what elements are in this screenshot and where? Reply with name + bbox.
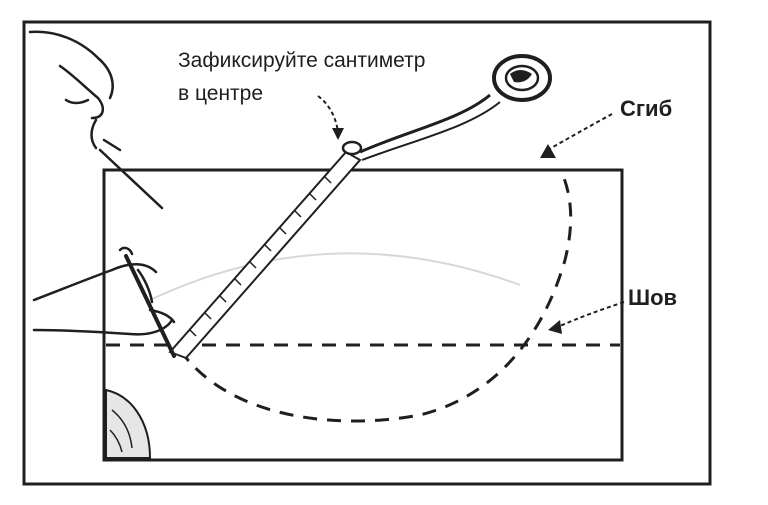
instruction-line-1: Зафиксируйте сантиметр xyxy=(178,49,426,72)
outer-frame xyxy=(22,20,712,486)
fold-label: Сгиб xyxy=(620,96,673,121)
instruction-line-2: в центре xyxy=(178,82,264,105)
measuring-tape xyxy=(168,93,501,360)
faint-guide-arc xyxy=(149,252,521,301)
pointer-arrow-seam xyxy=(548,301,625,334)
fabric-rectangle xyxy=(102,168,624,462)
tape-measure-roll-icon xyxy=(492,54,552,102)
cutting-arc xyxy=(178,177,573,423)
hand-pinning-icon xyxy=(28,30,164,210)
pointer-arrow-center xyxy=(317,95,344,140)
pointer-arrow-fold xyxy=(540,113,613,158)
instruction-label: Зафиксируйте сантиметр в центре xyxy=(178,44,425,110)
seam-label: Шов xyxy=(628,285,678,310)
corner-fabric-piece xyxy=(105,388,152,459)
hand-with-chalk-icon xyxy=(32,246,176,358)
